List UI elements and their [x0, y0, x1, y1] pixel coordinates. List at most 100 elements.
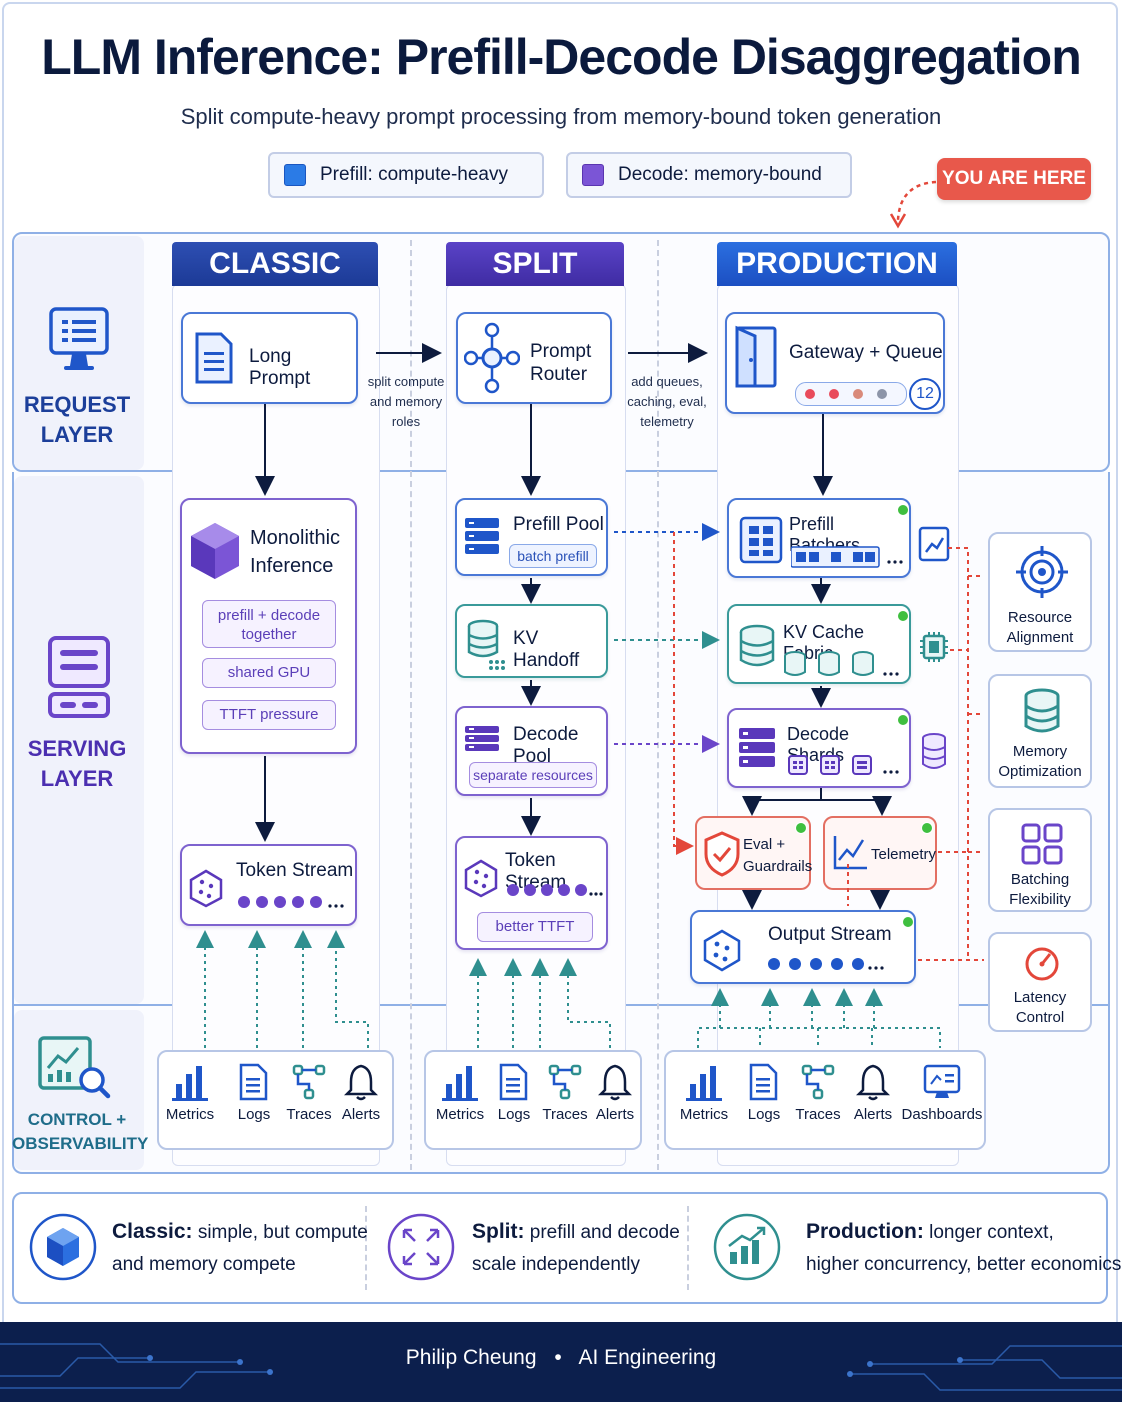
- latency-control-line2: Control: [1015, 1009, 1065, 1026]
- eval-line1: Eval +: [743, 836, 786, 853]
- summary-classic: Classic: simple, but compute and memory …: [112, 1216, 368, 1281]
- monitor-icon: [49, 307, 109, 370]
- monolithic-inference-box[interactable]: Monolithic Inference prefill + decode to…: [180, 498, 357, 754]
- footer-bar: [0, 1322, 1122, 1402]
- split-obs-alerts-label: Alerts: [595, 1106, 635, 1123]
- tag-ttft-pressure: TTFT pressure: [202, 700, 336, 730]
- column-header-split: SPLIT: [446, 242, 624, 286]
- status-dot-icon: [897, 714, 909, 726]
- decode-swatch-icon: [582, 164, 604, 186]
- memory-optimization-label: Memory Optimization: [990, 742, 1090, 782]
- shard-units-icon: [788, 755, 899, 775]
- prefill-pool-box[interactable]: Prefill Pool batch prefill: [455, 498, 608, 576]
- shield-check-icon: [704, 831, 740, 877]
- output-stream-box[interactable]: Output Stream: [690, 910, 916, 984]
- prompt-router-box[interactable]: Prompt Router: [456, 312, 612, 404]
- transition-split-line2: and memory: [369, 394, 443, 409]
- decode-shards-box[interactable]: Decode Shards: [727, 708, 911, 788]
- trace-nodes-icon: [292, 1064, 326, 1100]
- gateway-door-icon: [735, 325, 777, 388]
- classic-obs-metrics[interactable]: Metrics: [164, 1062, 216, 1123]
- prompt-router-line1: Prompt: [530, 341, 592, 362]
- split-obs-alerts[interactable]: Alerts: [592, 1062, 638, 1123]
- telemetry-label: Telemetry: [871, 846, 937, 863]
- footer-separator: •: [554, 1346, 562, 1369]
- bar-chart-icon: [442, 1066, 478, 1101]
- bar-chart-icon: [686, 1066, 722, 1101]
- classic-token-stream-box[interactable]: Token Stream: [180, 844, 357, 926]
- production-obs-alerts[interactable]: Alerts: [848, 1062, 898, 1123]
- chart-monitor-icon: [918, 526, 950, 562]
- production-obs-logs[interactable]: Logs: [740, 1062, 788, 1123]
- database-icon: [467, 619, 505, 670]
- status-dot-icon: [902, 916, 914, 928]
- serving-layer-lane: [14, 476, 144, 1004]
- split-obs-traces-label: Traces: [542, 1106, 588, 1123]
- queue-dots-icon: [805, 389, 887, 399]
- monolithic-inference-title: Monolithic Inference: [250, 524, 340, 580]
- eval-guardrails-box[interactable]: Eval + Guardrails: [695, 816, 812, 890]
- transition-production-line1: add queues,: [631, 374, 703, 389]
- classic-obs-traces[interactable]: Traces: [282, 1062, 336, 1123]
- split-token-stream-box[interactable]: Token Stream better TTFT: [455, 836, 608, 950]
- production-growth-badge-icon: [713, 1213, 781, 1281]
- production-obs-traces-label: Traces: [795, 1106, 841, 1123]
- status-dot-icon: [897, 610, 909, 622]
- control-layer-label-line2: OBSERVABILITY: [12, 1134, 149, 1153]
- production-obs-dashboards[interactable]: Dashboards: [900, 1062, 984, 1123]
- tag-shared-gpu: shared GPU: [202, 658, 336, 688]
- status-dot-icon: [795, 822, 807, 834]
- classic-obs-logs-label: Logs: [237, 1106, 271, 1123]
- classic-obs-logs[interactable]: Logs: [228, 1062, 280, 1123]
- production-obs-traces[interactable]: Traces: [792, 1062, 844, 1123]
- production-obs-metrics[interactable]: Metrics: [676, 1062, 732, 1123]
- prefill-batchers-box[interactable]: Prefill Batchers: [727, 498, 911, 578]
- split-obs-logs[interactable]: Logs: [490, 1062, 538, 1123]
- telemetry-box[interactable]: Telemetry: [823, 816, 937, 890]
- production-obs-alerts-label: Alerts: [853, 1106, 893, 1123]
- monolithic-title-line1: Monolithic: [250, 527, 341, 549]
- grid-icon: [1021, 823, 1063, 865]
- separate-resources-tag: separate resources: [469, 762, 597, 788]
- split-obs-metrics-label: Metrics: [435, 1106, 485, 1123]
- classic-obs-metrics-label: Metrics: [165, 1106, 215, 1123]
- batching-flexibility-line1: Batching: [1010, 871, 1070, 888]
- split-obs-logs-label: Logs: [497, 1106, 531, 1123]
- classic-obs-alerts[interactable]: Alerts: [336, 1062, 386, 1123]
- resource-alignment-line2: Alignment: [1006, 629, 1074, 646]
- summary-divider-2: [687, 1206, 689, 1290]
- database-icon: [739, 624, 775, 667]
- serving-layer-label: SERVING LAYER: [12, 734, 142, 794]
- server-rack-icon: [739, 728, 775, 767]
- summary-production: Production: longer context, higher concu…: [806, 1216, 1121, 1281]
- summary-production-head: Production:: [806, 1220, 924, 1243]
- transition-production-line3: telemetry: [640, 414, 694, 429]
- transition-note-split: split compute and memory roles: [366, 372, 446, 432]
- classic-obs-alerts-label: Alerts: [341, 1106, 381, 1123]
- long-prompt-box[interactable]: Long Prompt: [181, 312, 358, 404]
- summary-split-line2: scale independently: [472, 1254, 640, 1275]
- decode-pool-box[interactable]: Decode Pool separate resources: [455, 706, 608, 796]
- bar-chart-icon: [172, 1066, 208, 1101]
- batch-blocks-icon: [791, 546, 903, 568]
- resource-alignment-label: Resource Alignment: [990, 608, 1090, 648]
- split-obs-traces[interactable]: Traces: [540, 1062, 590, 1123]
- summary-divider-1: [365, 1206, 367, 1290]
- request-layer-label-line2: LAYER: [40, 422, 114, 447]
- gateway-queue-label: Gateway + Queue: [789, 342, 943, 363]
- kv-handoff-box[interactable]: KV Handoff: [455, 604, 608, 678]
- target-icon: [1016, 546, 1068, 598]
- monolithic-title-line2: Inference: [250, 555, 334, 577]
- split-obs-metrics[interactable]: Metrics: [434, 1062, 486, 1123]
- memory-optimization-line2: Optimization: [998, 763, 1082, 780]
- kv-cache-fabric-box[interactable]: KV Cache Fabric: [727, 604, 911, 684]
- gateway-queue-box[interactable]: Gateway + Queue 12: [725, 312, 945, 414]
- tag-prefill-decode-together: prefill + decode together: [202, 600, 336, 648]
- chip-icon: [920, 632, 948, 662]
- classic-cube-badge-icon: [29, 1213, 97, 1281]
- prefill-pool-label: Prefill Pool: [513, 514, 604, 535]
- eval-guardrails-label: Eval + Guardrails: [743, 834, 812, 878]
- column-header-classic: CLASSIC: [172, 242, 378, 286]
- bell-icon: [855, 1064, 891, 1101]
- better-ttft-tag: better TTFT: [477, 912, 593, 942]
